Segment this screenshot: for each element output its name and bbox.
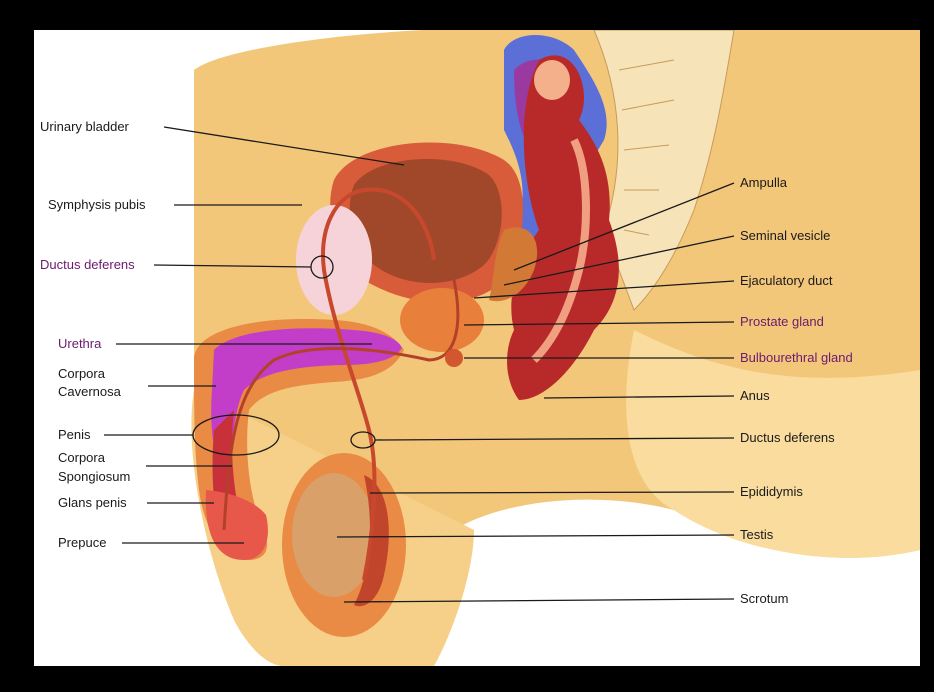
label-testis: Testis — [740, 527, 774, 542]
label-bulbourethral-gland: Bulbourethral gland — [740, 350, 853, 365]
label-ampulla: Ampulla — [740, 175, 788, 190]
label-ejaculatory-duct: Ejaculatory duct — [740, 273, 833, 288]
label-prepuce: Prepuce — [58, 535, 106, 550]
bulbourethral-gland-shape — [445, 349, 463, 367]
label-corpora-cavernosa-line1: Corpora — [58, 366, 106, 381]
label-scrotum: Scrotum — [740, 591, 788, 606]
label-urethra: Urethra — [58, 336, 102, 351]
label-ductus-deferens-right: Ductus deferens — [740, 430, 835, 445]
label-prostate-gland: Prostate gland — [740, 314, 824, 329]
label-ductus-deferens-left: Ductus deferens — [40, 257, 135, 272]
rectum-lumen — [534, 60, 570, 100]
label-symphysis-pubis: Symphysis pubis — [48, 197, 146, 212]
label-corpora-spongiosum-line2: Spongiosum — [58, 469, 130, 484]
label-anus: Anus — [740, 388, 770, 403]
symphysis-pubis-shape — [296, 205, 372, 315]
label-penis: Penis — [58, 427, 91, 442]
prostate-shape — [400, 288, 484, 352]
label-epididymis: Epididymis — [740, 484, 803, 499]
label-glans-penis: Glans penis — [58, 495, 127, 510]
anatomy-diagram: Urinary bladder Symphysis pubis Ductus d… — [34, 30, 920, 666]
diagram-panel: Urinary bladder Symphysis pubis Ductus d… — [34, 30, 920, 666]
label-corpora-cavernosa-line2: Cavernosa — [58, 384, 122, 399]
label-urinary-bladder: Urinary bladder — [40, 119, 130, 134]
label-seminal-vesicle: Seminal vesicle — [740, 228, 830, 243]
label-corpora-spongiosum-line1: Corpora — [58, 450, 106, 465]
